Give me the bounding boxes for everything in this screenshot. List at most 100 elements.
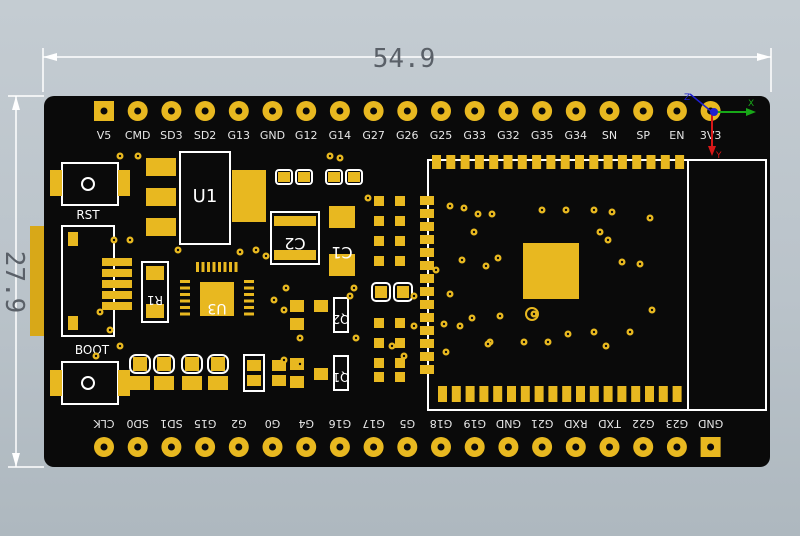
module-pad — [631, 386, 641, 402]
bottom-pin-label: SD1 — [160, 417, 182, 430]
module-pad — [548, 386, 558, 402]
module-pad — [575, 155, 584, 169]
boot-button: BOOT — [50, 343, 130, 405]
top-pin-label: 3V3 — [700, 129, 722, 142]
bottom-pin-label: GND — [698, 417, 723, 430]
c1-label: C1 — [331, 243, 352, 262]
module-pad — [503, 155, 513, 169]
module-pad — [646, 155, 656, 169]
resistor-array — [371, 196, 413, 382]
u1-regulator: U1 — [146, 151, 266, 245]
height-dimension: 27.9 — [0, 95, 44, 468]
top-pin-label: G26 — [396, 129, 419, 142]
module-pad — [474, 155, 484, 169]
q2-transistor: Q2 — [290, 297, 350, 333]
module-pad — [632, 155, 642, 169]
module-pad — [432, 155, 441, 169]
module-pad — [420, 209, 434, 218]
module-pad — [672, 386, 682, 402]
module-pad — [493, 386, 503, 402]
axis-gizmo: Z X Y — [684, 93, 756, 161]
top-pin-label: GND — [260, 129, 285, 142]
module-pad — [420, 287, 434, 296]
bottom-pin-label: RXD — [564, 417, 588, 430]
rst-button: RST — [50, 162, 130, 222]
top-pin-label: G33 — [463, 129, 486, 142]
module-pad — [507, 386, 516, 402]
bottom-pin-label: G21 — [531, 417, 554, 430]
usb-connector — [30, 226, 44, 336]
bottom-pin-label: G2 — [231, 417, 247, 430]
u3-label: U3 — [207, 300, 226, 316]
module-pad — [420, 352, 434, 361]
module-pad — [420, 235, 434, 244]
esp32-ground-pad — [523, 243, 579, 299]
c1-capacitor: C1 — [329, 206, 355, 276]
module-pad — [517, 155, 527, 169]
module-pad — [479, 386, 489, 402]
top-pin-label: G13 — [228, 129, 251, 142]
module-pad — [451, 386, 461, 402]
top-header-pins — [94, 101, 721, 121]
bottom-pin-label: G18 — [430, 417, 453, 430]
module-pad — [534, 386, 544, 402]
top-pin-label: G14 — [329, 129, 352, 142]
bottom-pin-label: G19 — [463, 417, 486, 430]
axis-z-label: Z — [684, 93, 690, 103]
r1-resistor: R1 — [141, 261, 169, 323]
module-pad — [520, 386, 530, 402]
top-pin-label: SD3 — [160, 129, 182, 142]
width-dimension: 54.9 — [42, 44, 772, 92]
module-pad — [560, 155, 570, 169]
usb-footprint — [61, 225, 132, 337]
module-pad — [603, 386, 613, 402]
module-pad — [465, 386, 475, 402]
bottom-pin-label: G5 — [400, 417, 416, 430]
module-pad — [660, 155, 670, 169]
u1-label: U1 — [193, 186, 218, 207]
module-pad — [420, 313, 434, 322]
axis-x-label: X — [748, 99, 754, 109]
q1-label: Q1 — [332, 370, 349, 384]
module-pad — [675, 155, 685, 169]
module-pad — [603, 155, 613, 169]
module-pad — [420, 365, 434, 374]
module-pad — [617, 386, 627, 402]
bottom-pin-label: GND — [496, 417, 521, 430]
top-pin-label: G27 — [362, 129, 385, 142]
u3-chip: U3 — [180, 262, 254, 316]
module-pad — [446, 155, 456, 169]
module-pad — [589, 386, 599, 402]
pcb-board — [44, 96, 770, 467]
top-pin-label: G12 — [295, 129, 318, 142]
top-pin-label: G34 — [565, 129, 588, 142]
axis-y-label: Y — [715, 151, 722, 161]
module-pad — [420, 300, 434, 309]
module-pad — [420, 222, 434, 231]
top-pin-label: V5 — [97, 129, 112, 142]
top-pin-label: SD2 — [194, 129, 216, 142]
module-pad — [420, 248, 434, 257]
top-pin-label: CMD — [125, 129, 151, 142]
bottom-led-row — [129, 354, 286, 392]
module-pad — [420, 274, 434, 283]
module-pad — [645, 386, 654, 402]
top-pin-label: G32 — [497, 129, 520, 142]
top-pin-label: G35 — [531, 129, 554, 142]
bottom-pin-label: G0 — [265, 417, 281, 430]
module-pad — [489, 155, 499, 169]
top-pin-labels: V5 CMD SD3 SD2 G13 GND G12 G14 G27 G26 G25 G33 G32 G3… — [97, 129, 722, 142]
top-pin-label: G25 — [430, 129, 453, 142]
bottom-pin-label: G22 — [632, 417, 655, 430]
top-leds — [275, 169, 363, 185]
module-pad — [532, 155, 542, 169]
top-pin-label: EN — [669, 129, 684, 142]
bottom-pin-label: G4 — [298, 417, 314, 430]
height-dimension-label: 27.9 — [0, 251, 29, 314]
r1-label: R1 — [147, 293, 163, 307]
rst-label: RST — [76, 208, 100, 222]
c2-capacitor: C2 — [270, 211, 320, 265]
module-pad — [576, 386, 585, 402]
module-pad — [546, 155, 556, 169]
